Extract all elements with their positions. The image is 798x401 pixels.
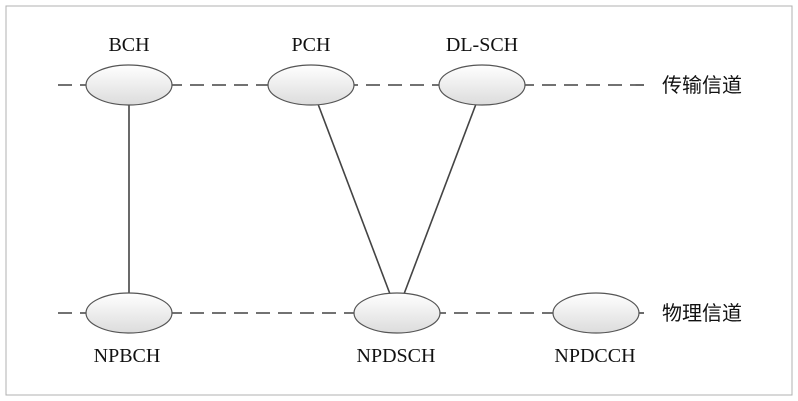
node-bch <box>85 64 173 106</box>
layer-label-physical: 物理信道 <box>662 301 742 325</box>
node-npdsch <box>353 292 441 334</box>
node-dl-sch <box>438 64 526 106</box>
label-npdcch: NPDCCH <box>554 345 635 367</box>
mapping-pch-npdsch <box>317 103 391 295</box>
node-npdcch <box>552 292 640 334</box>
node-npbch <box>85 292 173 334</box>
label-bch: BCH <box>108 34 149 56</box>
label-pch: PCH <box>292 34 331 56</box>
node-pch <box>267 64 355 106</box>
label-npdsch: NPDSCH <box>357 345 436 367</box>
label-dl-sch: DL-SCH <box>446 34 518 56</box>
mapping-dlsch-npdsch <box>403 103 477 295</box>
layer-label-transport: 传输信道 <box>662 73 742 97</box>
diagram-border <box>5 5 793 396</box>
label-npbch: NPBCH <box>94 345 161 367</box>
